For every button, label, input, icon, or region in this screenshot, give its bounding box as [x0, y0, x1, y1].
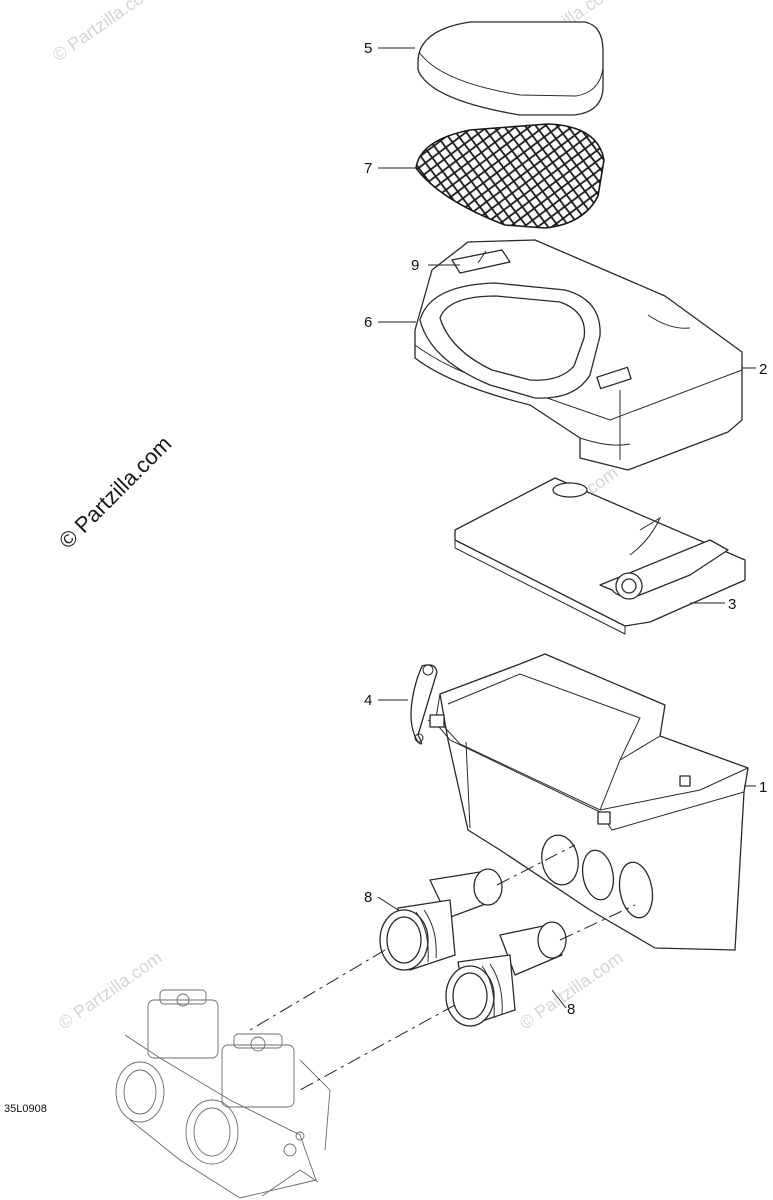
callout-1: 1: [759, 779, 767, 796]
filter-screen-icon: [415, 123, 605, 229]
diagram-code: 35L0908: [4, 1103, 47, 1115]
main-watermark: © Partzilla.com: [54, 431, 177, 554]
callouts: 5 7 9 6 2 3 4 1 8 8: [364, 40, 767, 1018]
cover-opening-icon: [419, 282, 601, 399]
silencer-plate-icon: [454, 477, 746, 635]
clip-icon: [410, 664, 438, 745]
assembly-lines: [249, 844, 636, 1091]
callout-5: 5: [364, 40, 372, 57]
callout-2: 2: [759, 361, 767, 378]
label-icon: [451, 249, 511, 274]
callout-8-upper: 8: [364, 889, 372, 906]
intake-boot-icon: [379, 868, 503, 971]
callout-4: 4: [364, 692, 372, 709]
intake-boot-icon: [445, 921, 567, 1027]
watermark-bottom-left: © Partzilla.com: [55, 947, 166, 1033]
carburetor-assembly-icon: [115, 989, 331, 1199]
foam-filter-icon: [417, 21, 604, 116]
leader-lines: [377, 47, 756, 1009]
airbox-cover-icon: [414, 239, 743, 471]
callout-3: 3: [728, 596, 736, 613]
airbox-housing-icon: [427, 653, 749, 951]
watermark-top-left: © Partzilla.com: [49, 0, 160, 65]
callout-8-lower: 8: [567, 1001, 575, 1018]
callout-9: 9: [411, 257, 419, 274]
callout-7: 7: [364, 160, 372, 177]
cover-tab: [596, 366, 632, 390]
callout-6: 6: [364, 314, 372, 331]
